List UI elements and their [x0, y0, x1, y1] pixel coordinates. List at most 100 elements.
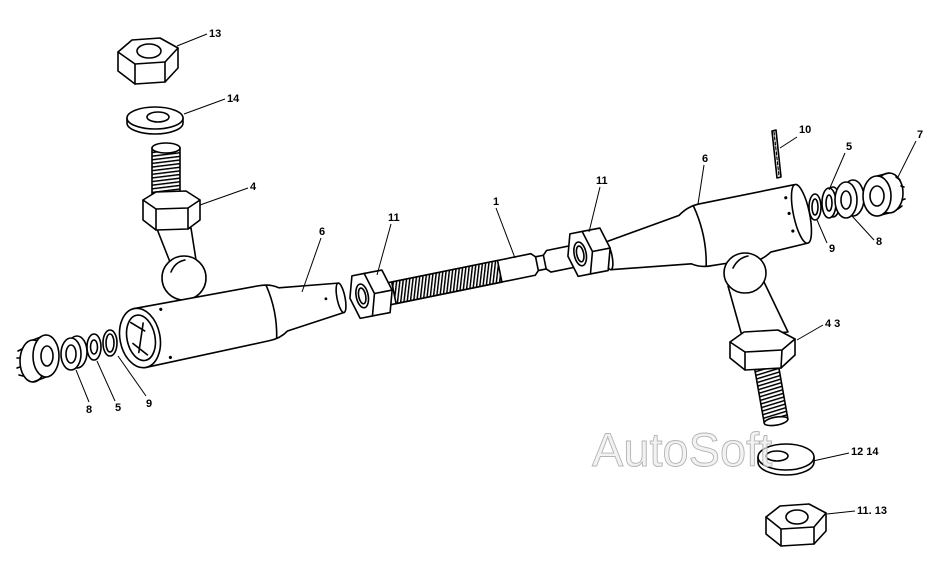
leader-line — [301, 237, 322, 293]
center-rod-1 — [385, 244, 580, 306]
callout-label: 14 — [227, 93, 240, 105]
leader-line — [897, 140, 917, 178]
leader-line — [183, 98, 226, 115]
callout-center-rod: 1 — [493, 196, 516, 259]
callout-nut-bottom: 11. 13 — [826, 505, 887, 517]
slotted-nut-7-right — [862, 172, 906, 217]
nut-11-left — [349, 269, 393, 320]
washer-right-hole — [825, 194, 833, 212]
center-rod-groove — [534, 254, 547, 272]
leader-line — [816, 219, 828, 244]
stud-top-shank-end — [151, 142, 181, 154]
center-rod-thread — [390, 259, 503, 305]
bush-right-hole — [840, 190, 852, 210]
watermark-text: AutoSoft — [592, 423, 772, 476]
slotted-nut-right-hole — [869, 185, 885, 207]
slotted-nut-right-slots — [895, 176, 906, 210]
nut-13-top — [117, 37, 179, 85]
leader-line — [796, 324, 824, 341]
nut-right-edge — [591, 247, 611, 253]
slotted-nut-left-hole — [40, 345, 54, 367]
rod-end-left-tip — [335, 282, 347, 314]
callout-label: 10 — [799, 124, 811, 136]
callout-cotter-pin: 10 — [779, 124, 811, 149]
rod-end-right-seam — [692, 205, 707, 267]
ring-right-inner — [811, 198, 819, 216]
bush-left-hole — [65, 344, 77, 364]
callout-ring-right: 9 — [816, 219, 835, 255]
stud-right-shank — [753, 361, 789, 427]
ball-stud-4-top — [142, 142, 207, 301]
callout-washer-bottom: 12 14 — [812, 446, 879, 462]
callout-washer-right: 5 — [828, 141, 852, 191]
nut-13-hole — [136, 43, 162, 59]
leader-line — [199, 187, 249, 206]
nut-left-thread — [357, 287, 367, 305]
slotted-nut-left-slots — [16, 348, 24, 377]
stud-right-threaded-shank — [753, 361, 789, 425]
rod-end-6-right — [602, 183, 813, 271]
rod-end-left-seam — [265, 284, 278, 340]
rod-end-right-body — [604, 183, 808, 271]
washer-left-hole — [89, 339, 99, 355]
callout-label: 9 — [829, 243, 835, 255]
callout-bush-left: 8 — [75, 369, 92, 416]
leader-line — [828, 152, 846, 191]
callout-label: 4 3 — [825, 318, 840, 330]
leader-line — [826, 510, 856, 515]
rivet-dot — [168, 355, 172, 360]
callout-slotted-nut-right: 7 — [897, 129, 923, 178]
bush-8-left — [60, 335, 88, 371]
callout-label: 11 — [388, 212, 400, 224]
washer-5-left — [86, 333, 102, 361]
bush-8-right — [834, 179, 865, 219]
washer-14-top — [126, 106, 184, 135]
callout-label: 7 — [917, 129, 923, 141]
leader-line — [117, 355, 147, 397]
slotted-nut-left — [16, 334, 60, 383]
callout-ring-left: 9 — [117, 355, 152, 410]
rivet-dot — [159, 307, 163, 311]
cotter-pin-10 — [771, 129, 782, 179]
callout-label: 6 — [702, 153, 708, 165]
callout-nut-right: 11 — [588, 175, 608, 233]
leader-line — [376, 223, 392, 276]
stud-top-threaded-shank — [151, 147, 181, 195]
callout-label: 11. 13 — [857, 505, 887, 517]
ring-left-inner — [105, 333, 115, 353]
stud-right-hex-edges — [744, 349, 783, 371]
callout-ball-stud-right: 4 3 — [796, 318, 840, 341]
stud-right-ball — [723, 252, 767, 294]
callout-label: 13 — [209, 28, 221, 40]
nut-bottom — [765, 503, 827, 547]
stud-top-ball-highlight — [170, 259, 186, 273]
callout-label: 6 — [319, 226, 325, 238]
washer-14-hole — [146, 111, 170, 123]
callout-label: 5 — [846, 141, 852, 153]
callouts: 13 14 4 6 11 1 11 10 — [75, 28, 923, 517]
leader-line — [851, 215, 875, 241]
callout-washer-left: 5 — [96, 360, 121, 414]
rod-end-6-left — [118, 282, 347, 369]
callout-ball-stud-top: 4 — [199, 181, 257, 206]
callout-bush-right: 8 — [851, 215, 882, 248]
stud-top-hex-edges — [155, 207, 189, 231]
ring-9-right — [808, 193, 822, 221]
callout-label: 9 — [146, 398, 152, 410]
leader-line — [697, 164, 705, 205]
leader-line — [588, 186, 601, 233]
cotter-pin-split — [773, 131, 780, 177]
callout-label: 8 — [876, 236, 882, 248]
callout-washer-top: 14 — [183, 93, 240, 115]
washer-bottom-hole — [765, 450, 789, 462]
rod-end-left-socket-internals — [129, 321, 149, 356]
callout-label: 4 — [250, 181, 257, 193]
leader-line — [779, 136, 798, 149]
leader-line — [812, 452, 850, 462]
nut-13-edges — [134, 61, 166, 85]
callout-label: 1 — [493, 196, 499, 208]
callout-label: 12 14 — [851, 446, 879, 458]
stud-right-ball-highlight — [732, 255, 749, 269]
nut-bottom-edges — [780, 526, 815, 547]
